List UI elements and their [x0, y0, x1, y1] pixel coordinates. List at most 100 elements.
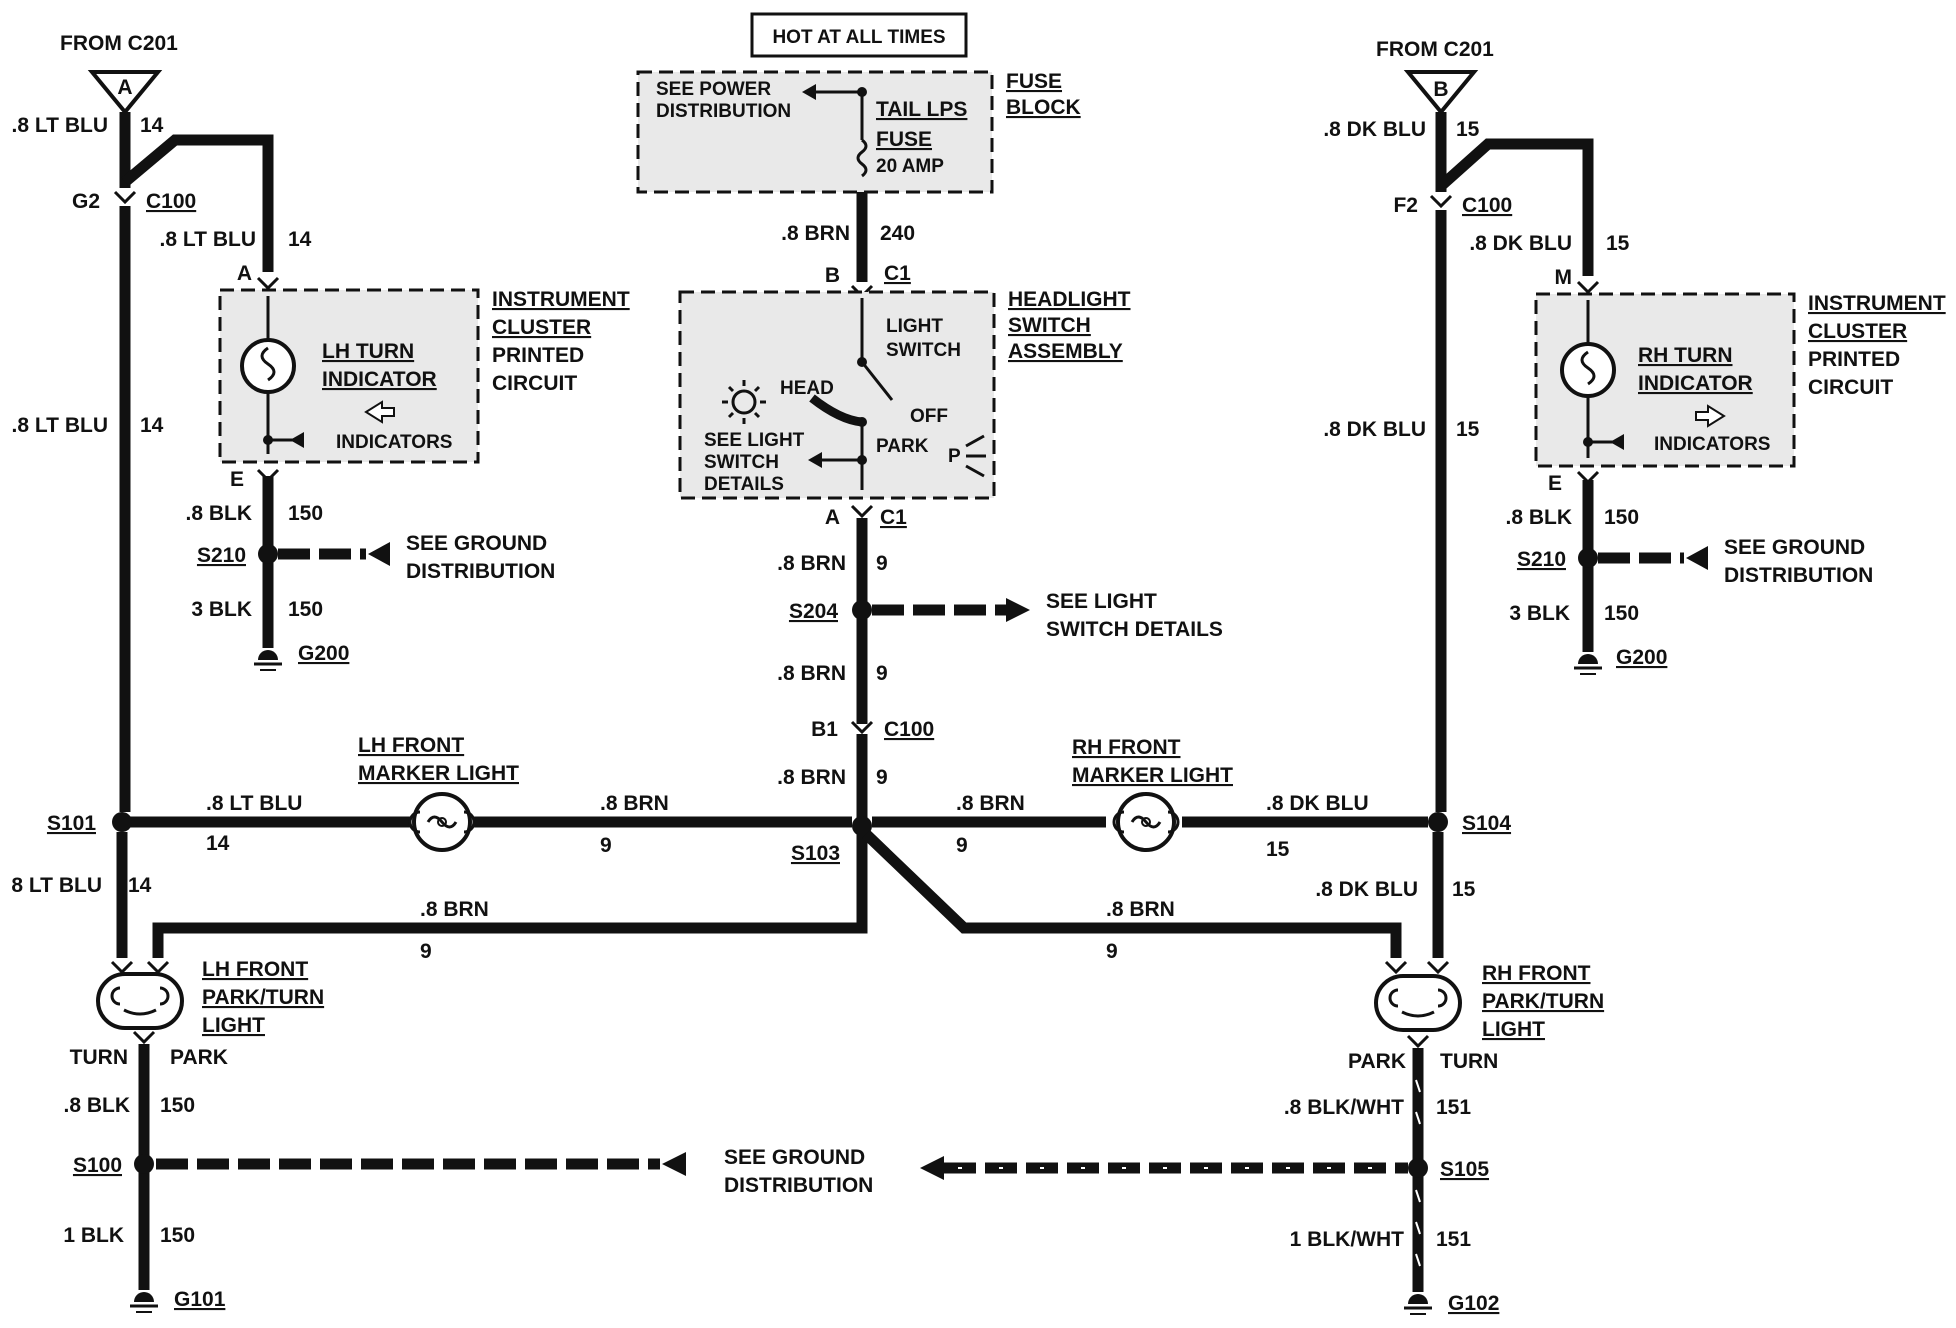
splice-s210-left [258, 544, 278, 564]
wire-label-lt-blu-cluster: .8 LT BLU [160, 228, 256, 251]
connector-a-left-icon [256, 276, 280, 291]
see-switch-details-1: SEE LIGHT [704, 430, 805, 451]
wire-number-151-b: 151 [1436, 1228, 1471, 1251]
connector-f2-label: F2 [1393, 194, 1418, 217]
connector-b-triangle-label: B [1433, 78, 1448, 101]
light-switch-label-2: SWITCH [886, 340, 961, 361]
see-ground-right-2: DISTRIBUTION [1724, 564, 1873, 587]
connector-e-left-label: E [230, 468, 244, 491]
rh-arrow-right-icon [1695, 404, 1726, 428]
power-distribution-label: DISTRIBUTION [656, 101, 791, 122]
wire-number-240: 240 [880, 222, 915, 245]
lh-indicators-arrow-icon [290, 432, 304, 448]
connector-a-left-label: A [237, 262, 252, 285]
s210-left-arrow-icon [368, 542, 390, 566]
fuse-amp-label: 20 AMP [876, 156, 944, 177]
ground-g200-right-label: G200 [1616, 646, 1667, 669]
rh-ic-label-3: PRINTED [1808, 348, 1900, 371]
connector-b-triangle [1403, 70, 1479, 116]
lh-park-label: PARK [170, 1046, 228, 1069]
connector-c1-bottom-label: C1 [880, 506, 907, 529]
wire-label-dk-blu-top: .8 DK BLU [1323, 118, 1426, 141]
wire-label-blkwht-g102: .8 BLK/WHT [1284, 1096, 1404, 1119]
see-switch-details-2: SWITCH [704, 452, 779, 473]
wire-number-150-left-b: 150 [288, 598, 323, 621]
wire-number-150-left-a: 150 [288, 502, 323, 525]
lh-ic-label-3: PRINTED [492, 344, 584, 367]
wire-label-brn-rh: .8 BRN [956, 792, 1025, 815]
ground-g200-left-icon [254, 650, 282, 671]
see-ls-right-1: SEE LIGHT [1046, 590, 1157, 613]
wire-number-15-top: 15 [1456, 118, 1480, 141]
rh-turn-label: TURN [1440, 1050, 1498, 1073]
wire-number-9-rh-park: 9 [1106, 940, 1118, 963]
wire-number-150-g101-b: 150 [160, 1224, 195, 1247]
see-ls-right-2: SWITCH DETAILS [1046, 618, 1223, 641]
rh-turn-indicator-bulb [1560, 342, 1616, 398]
switch-park-label: PARK [876, 436, 929, 457]
ground-g101-icon [130, 1292, 158, 1313]
wire-label-blk-g101: .8 BLK [63, 1094, 130, 1117]
splice-s104-label: S104 [1462, 812, 1511, 835]
park-p-label: P [948, 446, 961, 467]
lh-marker-label-2: MARKER LIGHT [358, 762, 519, 785]
wire-brn-9-lh-park [152, 826, 868, 958]
fuse-block-label-2: BLOCK [1006, 96, 1081, 119]
lh-pt-label-1: LH FRONT [202, 958, 308, 981]
hot-at-all-times-label: HOT AT ALL TIMES [772, 27, 945, 48]
rh-indicators-label: INDICATORS [1654, 434, 1770, 455]
splice-s210-right-label: S210 [1517, 548, 1566, 571]
connector-a-triangle [87, 70, 163, 116]
wire-label-brn-240: .8 BRN [781, 222, 850, 245]
wire-number-14-lower: 14 [128, 874, 152, 897]
see-ground-center-1: SEE GROUND [724, 1146, 865, 1169]
rh-pt-label-2: PARK/TURN [1482, 990, 1604, 1013]
wire-number-14-cluster: 14 [288, 228, 312, 251]
lh-park-turn-pin-turn-icon [110, 960, 134, 975]
see-ground-left-2: DISTRIBUTION [406, 560, 555, 583]
wire-number-14-mid: 14 [140, 414, 164, 437]
wire-number-15-cluster: 15 [1606, 232, 1630, 255]
wire-label-dk-blu-marker: .8 DK BLU [1266, 792, 1369, 815]
wire-number-14-top: 14 [140, 114, 164, 137]
splice-s210-right [1578, 548, 1598, 568]
wire-number-150-right-b: 150 [1604, 602, 1639, 625]
connector-c100-right-label: C100 [1462, 194, 1512, 217]
connector-c100-left-label: C100 [146, 190, 196, 213]
wire-number-15-marker: 15 [1266, 838, 1290, 861]
wire-label-brn-a: .8 BRN [777, 552, 846, 575]
headlight-assembly-label-3: ASSEMBLY [1008, 340, 1123, 363]
lh-indicators-label: INDICATORS [336, 432, 452, 453]
ground-g102-label: G102 [1448, 1292, 1499, 1315]
rh-front-marker-light [1112, 792, 1180, 852]
rh-park-turn-pin-turn-icon [1426, 960, 1450, 975]
lh-arrow-left-icon [364, 400, 395, 424]
wire-label-3-blk-right: 3 BLK [1509, 602, 1570, 625]
switch-off-label: OFF [910, 406, 948, 427]
splice-s204-label: S204 [789, 600, 838, 623]
splice-s204 [852, 600, 872, 620]
wire-label-dk-blu-cluster: .8 DK BLU [1469, 232, 1572, 255]
wire-label-lt-blu-mid: .8 LT BLU [12, 414, 108, 437]
wire-label-brn-rh-park: .8 BRN [1106, 898, 1175, 921]
wire-label-dk-blu-mid: .8 DK BLU [1323, 418, 1426, 441]
wire-dk-blu-15-cluster [1437, 138, 1594, 276]
splice-s100 [134, 1154, 154, 1174]
connector-c1-top-label: C1 [884, 262, 911, 285]
headlight-assembly-label-1: HEADLIGHT [1008, 288, 1131, 311]
lh-marker-label-1: LH FRONT [358, 734, 464, 757]
rh-turn-label-2: INDICATOR [1638, 372, 1753, 395]
connector-g2-label: G2 [72, 190, 100, 213]
rh-park-turn-out-icon [1406, 1034, 1430, 1049]
rh-front-park-turn-light [1374, 974, 1462, 1032]
lh-ic-label-2: CLUSTER [492, 316, 591, 339]
rh-pt-label-1: RH FRONT [1482, 962, 1591, 985]
connector-c100-center-label: C100 [884, 718, 934, 741]
wire-label-brn-b: .8 BRN [777, 662, 846, 685]
connector-b1-label: B1 [811, 718, 838, 741]
s105-arrow-icon [920, 1156, 944, 1180]
splice-s101 [112, 812, 132, 832]
rh-indicators-arrow-icon [1610, 434, 1624, 450]
splice-s104 [1428, 812, 1448, 832]
lh-ic-label-4: CIRCUIT [492, 372, 577, 395]
